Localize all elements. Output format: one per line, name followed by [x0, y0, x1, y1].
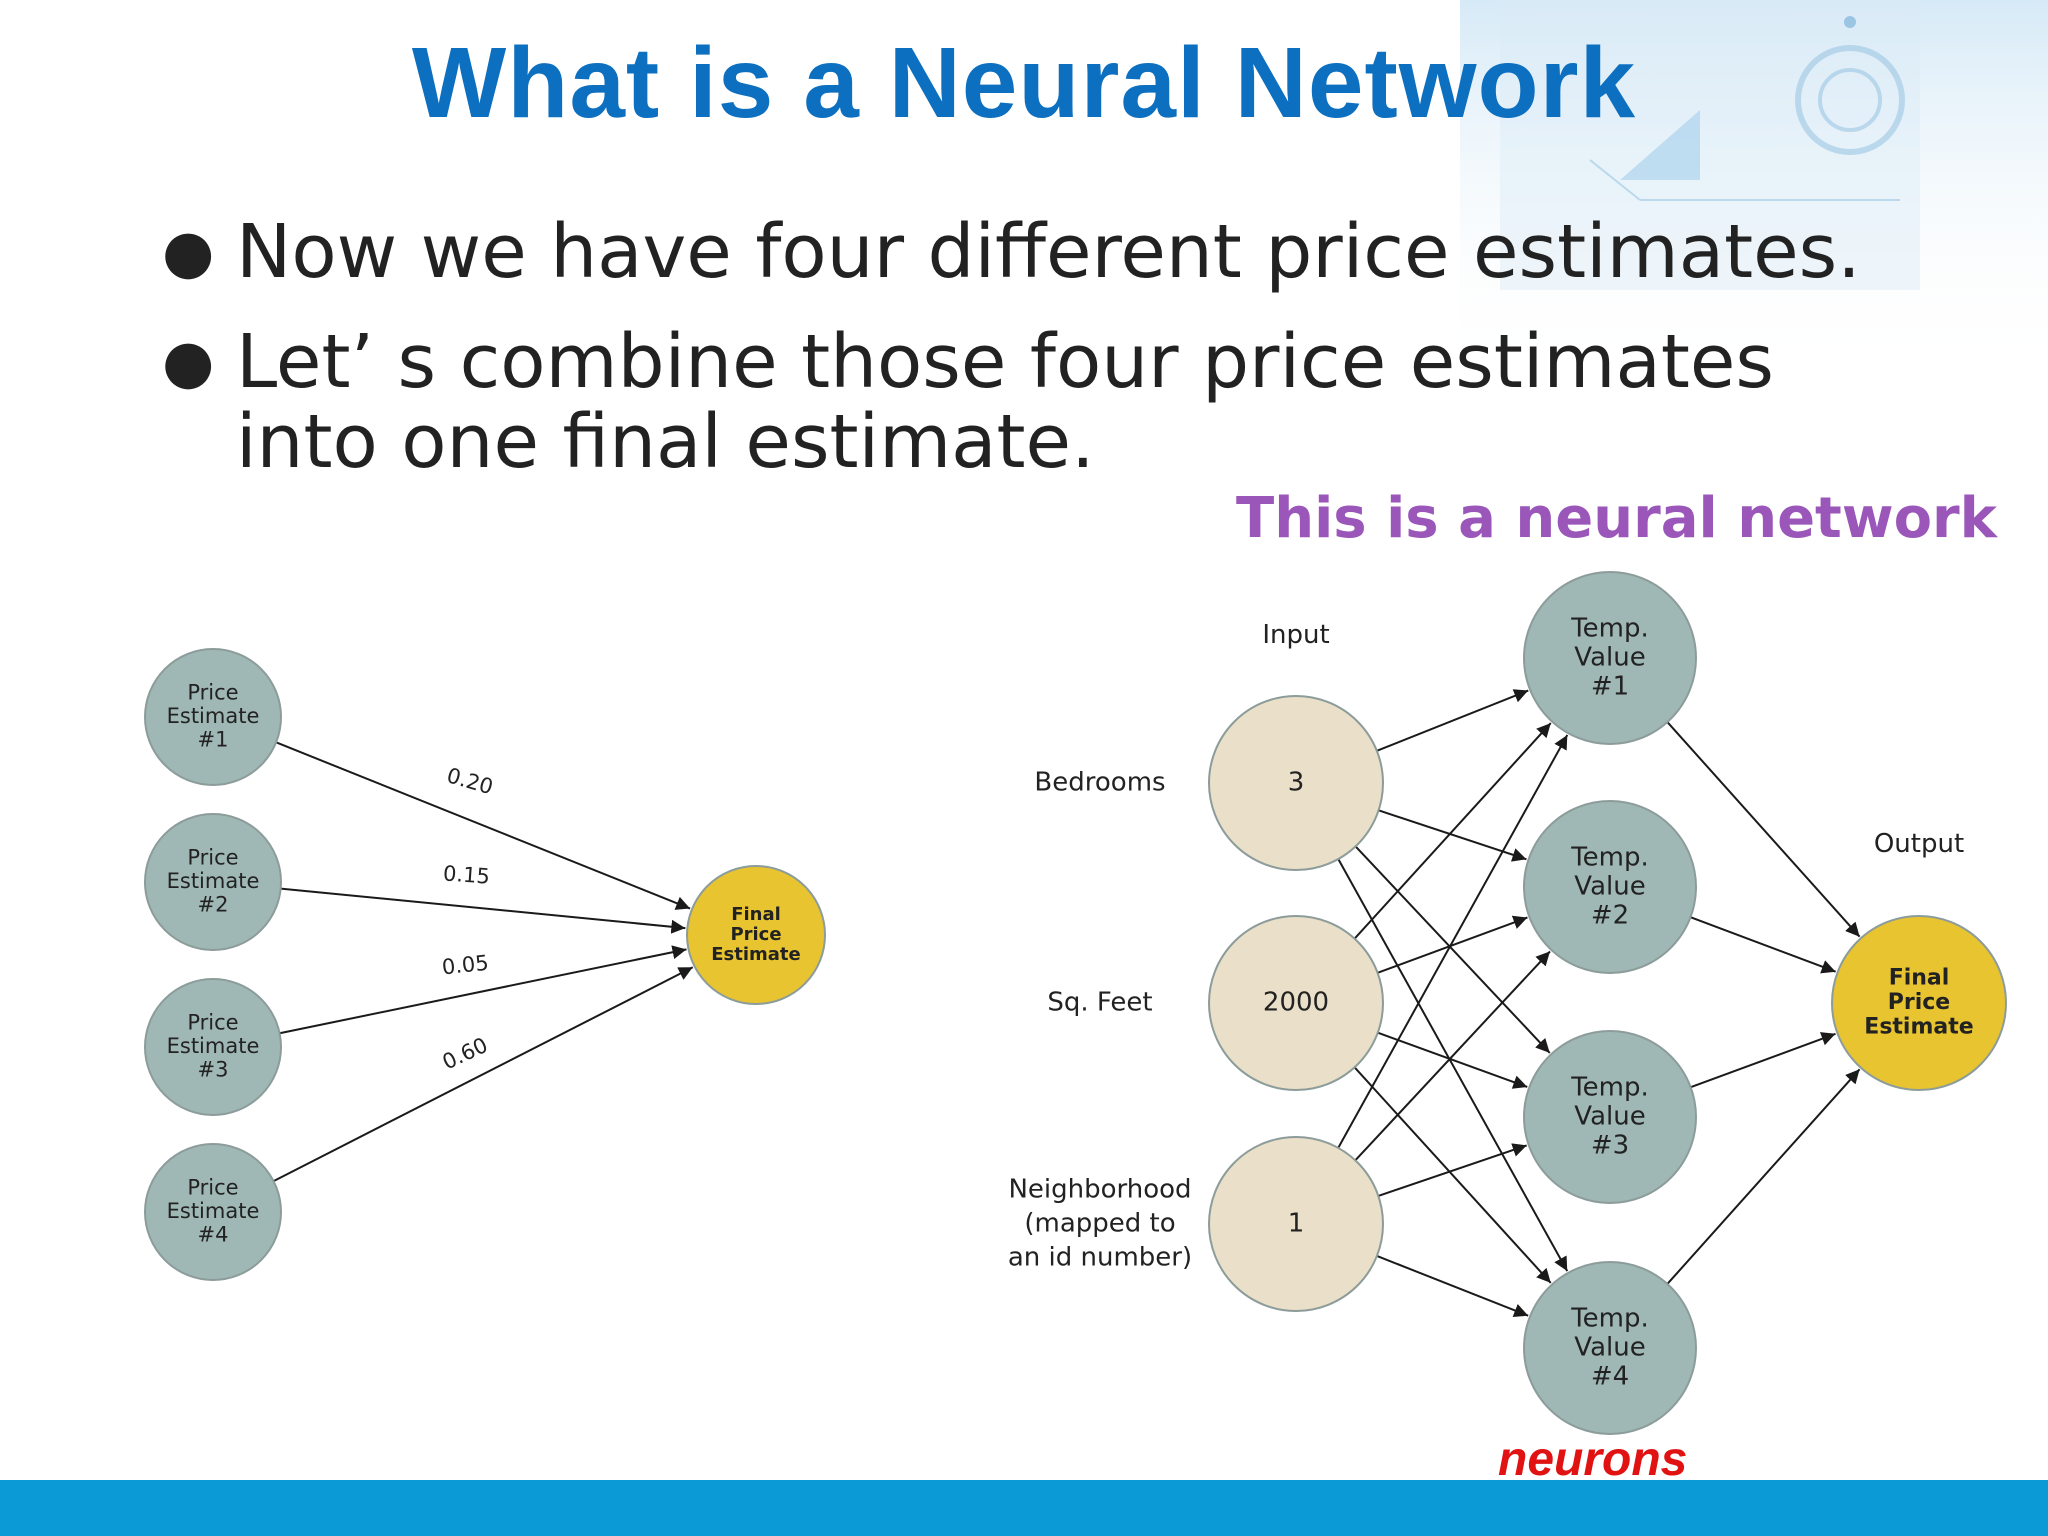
input-node: 1	[1208, 1136, 1384, 1312]
node-label: #4	[198, 1223, 229, 1247]
node-label: Price	[187, 680, 238, 704]
input-feature-label: Neighborhood	[1008, 1175, 1191, 1205]
node-label: Final	[731, 904, 781, 925]
weight-label: 0.15	[442, 861, 490, 888]
node-label: Estimate	[167, 869, 260, 893]
node-label: #1	[1591, 672, 1629, 702]
node-label: #3	[198, 1058, 229, 1082]
node-label: #3	[1591, 1131, 1629, 1161]
output-header: Output	[1874, 829, 1964, 859]
bullet-item: ● Let’ s combine those four price estima…	[158, 322, 1858, 482]
input-feature-label: (mapped to	[1024, 1209, 1175, 1239]
connection-arrow	[1354, 845, 1551, 1054]
connection-arrow	[1354, 950, 1551, 1162]
connection-arrow	[275, 741, 691, 910]
neural-network-annotation: This is a neural network	[1236, 486, 1997, 551]
node-label: Price	[187, 1010, 238, 1034]
slide-title: What is a Neural Network	[411, 27, 1637, 139]
bullet-dot-icon: ●	[162, 327, 215, 397]
hidden-neuron-node: Temp.Value#1	[1523, 571, 1697, 745]
node-label: Estimate	[167, 1199, 260, 1223]
node-label: Temp.	[1570, 613, 1649, 643]
neural-network-diagram: 3 Bedrooms 2000 Sq. Feet 1 Neighborhood (mappe…	[1008, 571, 2007, 1435]
connection-arrow	[1353, 722, 1552, 940]
bullet-text: Let’ s combine those four price estimate…	[236, 319, 1774, 485]
weight-label: 0.05	[441, 951, 490, 980]
input-feature-label: Sq. Feet	[1047, 988, 1152, 1018]
node-label: Value	[1574, 1333, 1645, 1363]
node-label: Price	[730, 924, 781, 945]
node-label: #2	[1591, 901, 1629, 931]
bullet-dot-icon: ●	[162, 217, 215, 287]
weight-label: 0.60	[439, 1033, 492, 1075]
node-label: Price	[187, 1175, 238, 1199]
node-label: 3	[1288, 768, 1305, 798]
node-label: Temp.	[1570, 1072, 1649, 1102]
connection-arrow	[1376, 1255, 1529, 1318]
node-label: Estimate	[167, 1034, 260, 1058]
node-label: Temp.	[1570, 842, 1649, 872]
connection-arrow	[1337, 734, 1569, 1149]
node-label: Estimate	[1864, 1015, 1973, 1040]
connection-arrow	[1378, 809, 1527, 862]
node-label: Temp.	[1570, 1303, 1649, 1333]
node-label: Value	[1574, 1102, 1645, 1132]
input-feature-label: Bedrooms	[1034, 768, 1165, 798]
bullet-text: Now we have four different price estimat…	[236, 209, 1861, 295]
connection-arrow	[1690, 1032, 1836, 1089]
hidden-neuron-node: Temp.Value#3	[1523, 1030, 1697, 1204]
node-label: Final	[1889, 965, 1950, 990]
node-label: Estimate	[711, 944, 801, 965]
bottom-bar	[0, 1480, 2048, 1536]
input-node: 2000	[1208, 915, 1384, 1091]
connection-arrow	[1376, 689, 1529, 752]
node-label: #2	[198, 893, 229, 917]
node-label: Price	[187, 845, 238, 869]
connection-arrow	[1377, 1031, 1528, 1089]
neurons-label: neurons	[1498, 1433, 1688, 1486]
connection-arrow	[1353, 1066, 1552, 1284]
node-label: Price	[1888, 990, 1950, 1015]
connection-arrow	[1666, 721, 1861, 938]
bullet-list: ● Now we have four different price estim…	[158, 209, 1861, 512]
node-label: 2000	[1263, 988, 1329, 1018]
node-label: #4	[1591, 1362, 1629, 1392]
input-header: Input	[1262, 620, 1329, 650]
weight-label: 0.20	[444, 763, 496, 799]
hidden-neuron-node: Temp.Value#2	[1523, 800, 1697, 974]
bullet-item: ● Now we have four different price estim…	[158, 209, 1861, 295]
connection-arrow	[1337, 858, 1569, 1272]
connection-arrow	[1378, 1143, 1528, 1197]
connection-arrow	[1690, 916, 1837, 974]
weighted-average-diagram: 0.200.150.050.60PriceEstimate#1PriceEsti…	[144, 648, 826, 1281]
node-label: Value	[1574, 872, 1645, 902]
node-label: Estimate	[167, 704, 260, 728]
node-label: #1	[198, 728, 229, 752]
connection-arrow	[273, 966, 694, 1182]
input-node: 3	[1208, 695, 1384, 871]
connection-arrow	[1377, 915, 1528, 974]
node-label: Value	[1574, 643, 1645, 673]
connection-arrow	[1666, 1068, 1861, 1285]
connection-arrow	[280, 887, 686, 934]
input-feature-label: an id number)	[1008, 1243, 1192, 1273]
node-label: 1	[1288, 1209, 1305, 1239]
connection-arrow	[279, 945, 687, 1035]
hidden-neuron-node: Temp.Value#4	[1523, 1261, 1697, 1435]
